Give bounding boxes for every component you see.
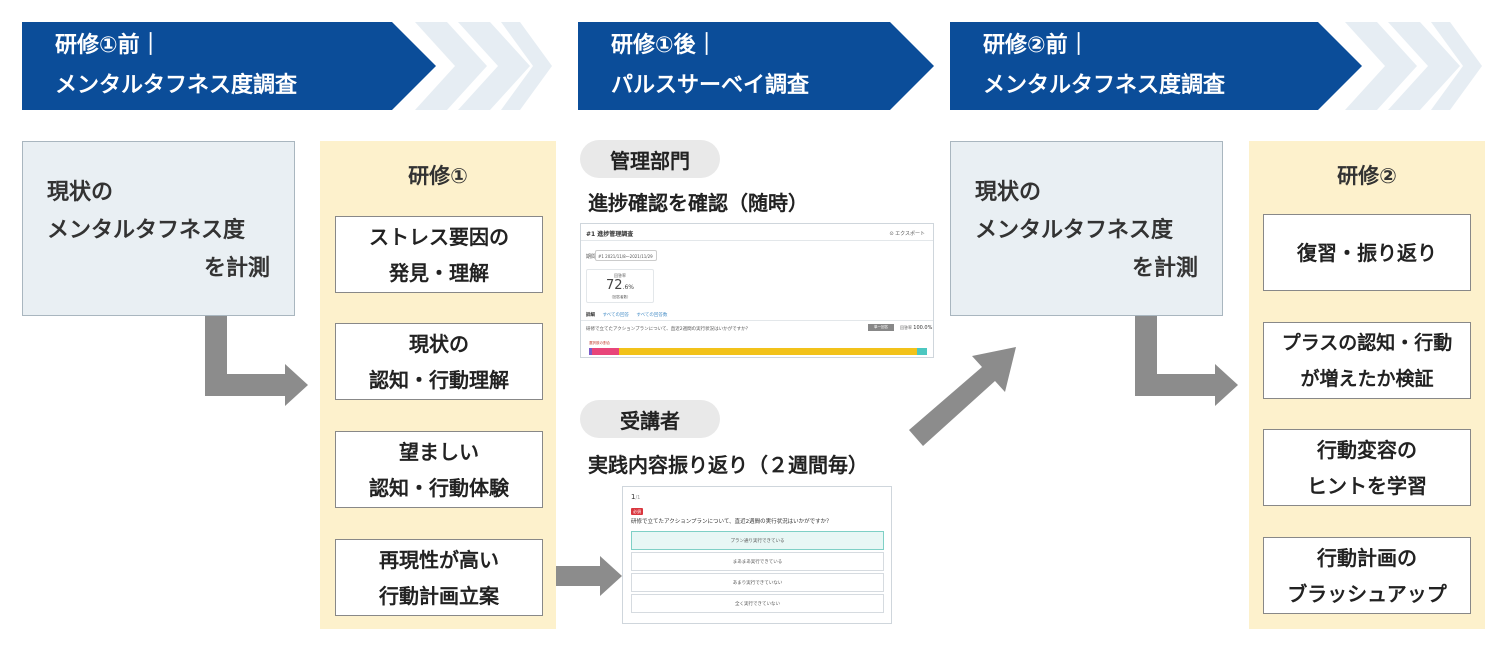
rate-row: 回答率 100.0% <box>900 325 932 331</box>
training1-step-2-line1: 現状の <box>409 331 469 356</box>
stat-value: 72 <box>606 278 623 293</box>
answer-type-badge: 単一回答 <box>868 324 894 331</box>
training1-step-1: ストレス要因の 発見・理解 <box>335 216 543 293</box>
phase-1-line2: メンタルタフネス度調査 <box>55 73 298 98</box>
training2-step-1: 復習・振り返り <box>1263 214 1471 291</box>
admin-label: 管理部門 <box>580 140 720 178</box>
elbow-arrow-left <box>205 316 308 406</box>
training1-step-2-line2: 認知・行動理解 <box>369 367 509 392</box>
measure-box-right: 現状の メンタルタフネス度 を計測 <box>950 141 1223 316</box>
training2-step-4-line2: ブラッシュアップ <box>1287 581 1447 606</box>
training1-step-4-line2: 行動計画立案 <box>379 583 499 608</box>
rate-value: 100.0% <box>913 325 933 331</box>
training2-step-2-line2: が増えたか検証 <box>1300 367 1434 390</box>
measure-left-line1: 現状の <box>47 180 114 205</box>
measure-left-line2: メンタルタフネス度 <box>47 218 246 243</box>
phase-banner-1 <box>22 22 436 110</box>
measure-left-line3: を計測 <box>203 256 270 281</box>
training2-step-1-line1: 復習・振り返り <box>1297 240 1437 265</box>
training2-step-4: 行動計画の ブラッシュアップ <box>1263 537 1471 614</box>
measure-box-left: 現状の メンタルタフネス度 を計測 <box>22 141 295 316</box>
training1-step-3-line1: 望ましい <box>399 439 479 464</box>
dashboard-question: 研修で立てたアクションプランについて、直近2週間の実行状況はいかがですか？ <box>586 327 751 332</box>
required-badge: 必須 <box>631 508 643 515</box>
phase-3-line2: メンタルタフネス度調査 <box>983 73 1226 98</box>
arrow-to-trainee <box>556 556 622 596</box>
phase-2-label: 研修①後｜ パルスサーベイ調査 <box>611 26 809 106</box>
dashboard-tabs: 詳細 すべての回答 すべての回答数 <box>586 312 667 318</box>
dashboard-export-label: エクスポート <box>895 231 925 237</box>
stat-label: 回答率 <box>614 273 626 278</box>
trainee-caption: 実践内容振り返り（２週間毎） <box>588 453 868 477</box>
stat-card: 回答率 72.6% （回答者数） <box>586 269 654 303</box>
phase-2-line2: パルスサーベイ調査 <box>611 73 810 98</box>
tab-detail[interactable]: 詳細 <box>586 313 595 318</box>
question-number-suffix: /1 <box>635 495 641 501</box>
training2-step-3-line1: 行動変容の <box>1317 437 1417 462</box>
training2-title: 研修② <box>1337 164 1397 188</box>
trainee-survey-screenshot: 1/1 必須 研修で立てたアクションプランについて、直近2週間の実行状況はいかが… <box>622 486 892 624</box>
training1-step-1-line2: 発見・理解 <box>389 260 489 285</box>
chevron-decoration-3 <box>1345 22 1482 110</box>
survey-option-1[interactable]: プラン通り実行できている <box>631 531 884 550</box>
dashboard-divider <box>581 240 933 241</box>
training2-step-3: 行動変容の ヒントを学習 <box>1263 429 1471 506</box>
question-number-value: 1 <box>631 493 636 501</box>
measure-right-line3: を計測 <box>1131 256 1198 281</box>
admin-caption: 進捗確認を確認（随時） <box>588 191 808 215</box>
rate-label: 回答率 <box>900 325 912 330</box>
period-value: #1 2021/11/8〜2021/11/29 <box>598 254 653 259</box>
training1-step-2: 現状の 認知・行動理解 <box>335 323 543 400</box>
admin-dashboard-screenshot: #1 進捗管理調査 ⊙ エクスポート 期間 #1 2021/11/8〜2021/… <box>580 223 934 358</box>
phase-2-line1: 研修①後｜ <box>611 33 718 58</box>
trainee-label: 受講者 <box>580 400 720 438</box>
training2-step-2-line1: プラスの認知・行動 <box>1281 331 1453 354</box>
period-select[interactable]: #1 2021/11/8〜2021/11/29 <box>595 250 657 261</box>
bar-label: 選択肢の割合 <box>589 341 610 345</box>
phase-banner-2 <box>578 22 934 110</box>
export-icon: ⊙ <box>889 231 894 237</box>
period-label: 期間 <box>586 254 597 260</box>
answer-ratio-segment <box>916 348 927 355</box>
training2-step-4-line1: 行動計画の <box>1317 545 1417 570</box>
survey-option-2[interactable]: まあまあ実行できている <box>631 552 884 571</box>
training2-step-2: プラスの認知・行動 が増えたか検証 <box>1263 322 1471 399</box>
tab-all-answers[interactable]: すべての回答 <box>602 313 629 318</box>
stat-unit: .6% <box>622 284 634 291</box>
training1-title: 研修① <box>408 164 468 188</box>
phase-banner-3 <box>950 22 1362 110</box>
chevron-decoration-1 <box>415 22 552 110</box>
phase-1-label: 研修①前｜ メンタルタフネス度調査 <box>55 26 297 106</box>
training1-step-3-line2: 認知・行動体験 <box>369 475 509 500</box>
dashboard-title: #1 進捗管理調査 <box>586 231 634 238</box>
answer-ratio-segment <box>619 348 917 355</box>
training1-step-3: 望ましい 認知・行動体験 <box>335 431 543 508</box>
answer-ratio-segment <box>592 348 620 355</box>
stat-value-row: 72.6% <box>587 279 653 295</box>
question-number: 1/1 <box>631 493 640 501</box>
answer-ratio-bar <box>589 348 927 355</box>
phase-3-label: 研修②前｜ メンタルタフネス度調査 <box>983 26 1225 106</box>
measure-right-line2: メンタルタフネス度 <box>975 218 1174 243</box>
measure-right-line1: 現状の <box>975 180 1042 205</box>
survey-option-3[interactable]: あまり実行できていない <box>631 573 884 592</box>
answer-ratio-segment <box>589 348 593 355</box>
phase-3-line1: 研修②前｜ <box>983 33 1090 58</box>
training1-step-1-line1: ストレス要因の <box>369 224 509 249</box>
dashboard-export[interactable]: ⊙ エクスポート <box>889 230 925 237</box>
survey-option-4[interactable]: 全く実行できていない <box>631 594 884 613</box>
dashboard-divider-2 <box>581 320 933 321</box>
diagonal-arrow <box>909 347 1016 446</box>
training1-step-4: 再現性が高い 行動計画立案 <box>335 539 543 616</box>
training1-step-4-line1: 再現性が高い <box>379 547 499 572</box>
survey-question: 研修で立てたアクションプランについて、直近2週間の実行状況はいかがですか？ <box>631 519 832 525</box>
elbow-arrow-right <box>1135 316 1238 406</box>
stat-sub: （回答者数） <box>609 295 631 299</box>
training2-step-3-line2: ヒントを学習 <box>1307 473 1427 498</box>
tab-all-counts[interactable]: すべての回答数 <box>636 313 668 318</box>
phase-1-line1: 研修①前｜ <box>55 33 162 58</box>
